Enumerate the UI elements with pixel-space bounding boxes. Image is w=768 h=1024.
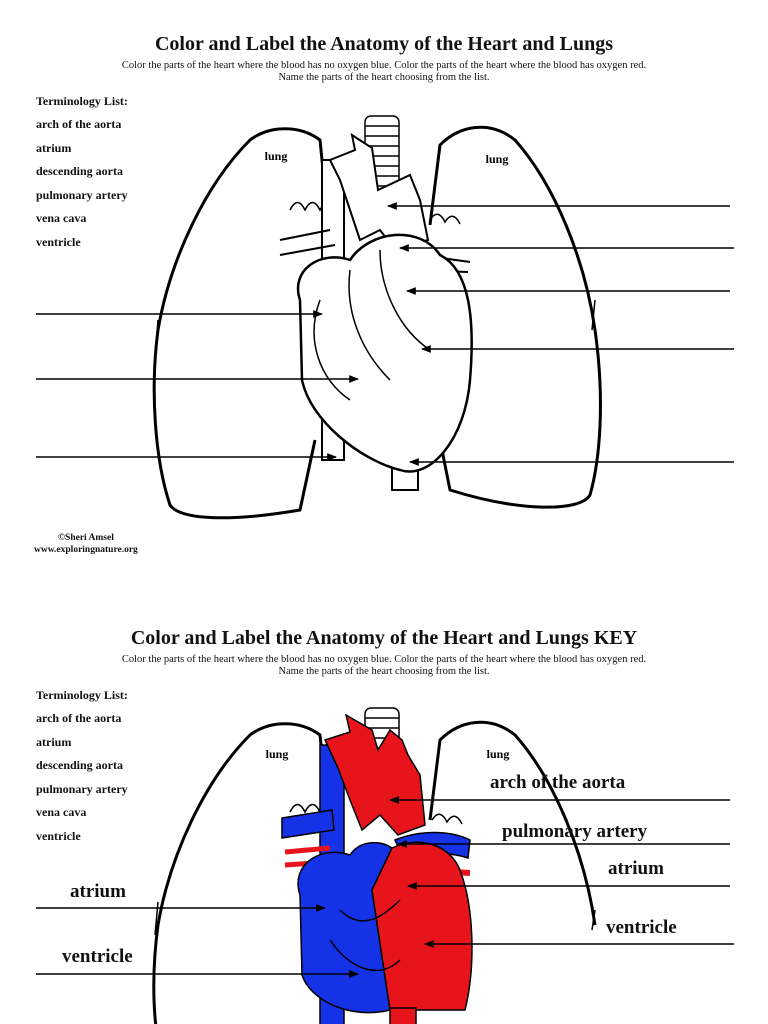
credit-author: ©Sheri Amsel [34,532,138,544]
worksheet-sheet: Color and Label the Anatomy of the Heart… [0,0,768,580]
descending-aorta [390,1008,416,1024]
lung-label-right: lung [486,152,509,166]
label-pulmonary-artery: pulmonary artery [502,821,647,843]
lung-label-right: lung [487,747,510,761]
credit-website: www.exploringnature.org [34,544,138,556]
label-arch-of-aorta: arch of the aorta [490,772,625,794]
lung-label-left: lung [265,149,288,163]
label-atrium-left: atrium [70,881,126,903]
key-sheet: Color and Label the Anatomy of the Heart… [0,590,768,1024]
heart-left-side [372,842,472,1010]
label-ventricle-left: ventricle [62,946,133,968]
heart-lungs-diagram: lung lung [0,0,768,580]
credit: ©Sheri Amsel www.exploringnature.org [34,532,138,556]
label-ventricle-right: ventricle [606,917,677,939]
lung-label-left: lung [266,747,289,761]
label-atrium-right: atrium [608,858,664,880]
